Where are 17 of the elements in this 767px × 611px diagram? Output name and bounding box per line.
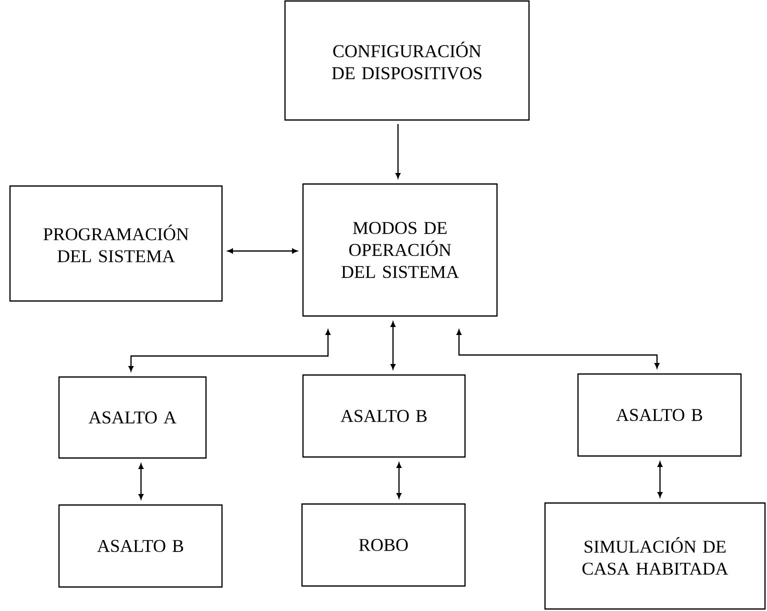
process-box: ASALTO B <box>577 373 742 457</box>
process-box: SIMULACIÓN DE CASA HABITADA <box>544 502 766 610</box>
process-box: MODOS DE OPERACIÓN DEL SISTEMA <box>302 183 498 317</box>
arrow <box>396 462 402 498</box>
process-box: ASALTO B <box>302 374 466 458</box>
arrow <box>456 330 660 368</box>
arrow <box>658 462 662 498</box>
process-box: CONFIGURACIÓN DE DISPOSITIVOS <box>284 0 530 121</box>
arrow <box>138 464 144 500</box>
process-box: ROBO <box>301 503 466 587</box>
arrow <box>128 330 330 372</box>
arrow <box>390 322 396 370</box>
arrow <box>396 124 400 178</box>
arrow <box>228 248 298 254</box>
process-box: ASALTO A <box>58 376 207 459</box>
process-box: ASALTO B <box>58 504 223 588</box>
process-box: PROGRAMACIÓN DEL SISTEMA <box>9 185 223 302</box>
